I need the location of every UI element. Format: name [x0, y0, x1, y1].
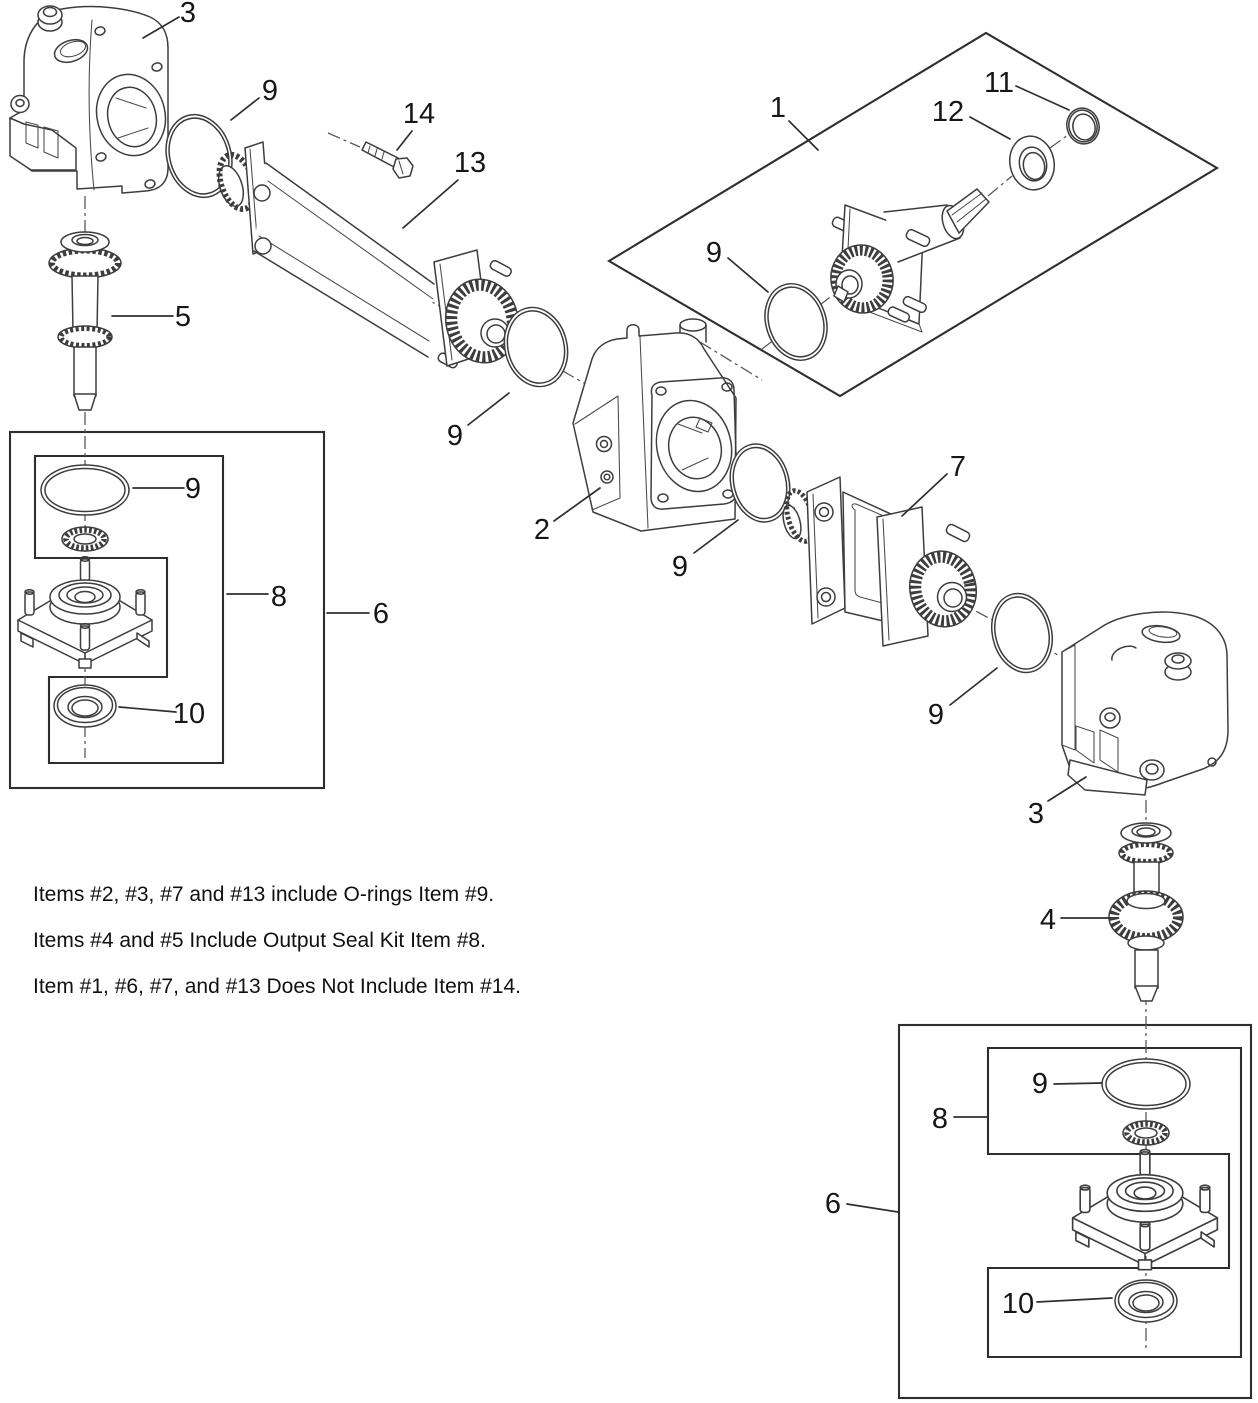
callout-9-kit-bottom-right: 9	[1032, 1068, 1103, 1100]
callout-label: 11	[984, 67, 1014, 99]
washer-12	[1009, 135, 1055, 191]
callout-label: 9	[928, 699, 944, 731]
bolt-14	[361, 141, 414, 179]
callout-13: 13	[402, 147, 486, 229]
note-orings: Items #2, #3, #7 and #13 include O-rings…	[33, 883, 494, 906]
callout-7: 7	[901, 451, 966, 517]
kit-bearing-bottom-right	[1123, 1121, 1169, 1145]
callout-9-box1: 9	[706, 237, 769, 293]
callout-9-tube: 9	[447, 392, 510, 452]
callout-label: 5	[175, 301, 191, 333]
callouts: 3 9 14 13 1 11 12 9	[111, 0, 1113, 1320]
callout-6-kit-bottom-right: 6	[825, 1188, 899, 1220]
callout-8-kit-bottom-right: 8	[932, 1103, 988, 1135]
o-ring-9-right	[991, 592, 1053, 674]
center-housing-2	[572, 318, 738, 532]
callout-label: 7	[950, 451, 966, 483]
callout-label: 3	[1028, 798, 1044, 830]
callout-label: 14	[403, 98, 435, 130]
centerlines	[84, 100, 1147, 1352]
callout-label: 10	[1002, 1288, 1034, 1320]
callout-label: 10	[173, 698, 205, 730]
callout-label: 8	[932, 1103, 948, 1135]
callout-label: 9	[447, 420, 463, 452]
callout-4: 4	[1040, 904, 1111, 936]
callout-3-top-left: 3	[142, 0, 196, 39]
callout-label: 2	[534, 514, 550, 546]
retaining-ring-11	[1066, 107, 1100, 145]
callout-label: 3	[180, 0, 196, 29]
note-item14: Item #1, #6, #7, and #13 Does Not Includ…	[33, 975, 521, 998]
callout-12: 12	[932, 96, 1011, 140]
callout-label: 6	[825, 1188, 841, 1220]
output-gear-shaft-4	[1108, 822, 1184, 1002]
callout-1: 1	[770, 92, 819, 151]
kit-box-1-outline	[606, 31, 1220, 398]
callout-label: 9	[706, 237, 722, 269]
kit-oring-left	[40, 464, 130, 516]
kit-oring-bottom-right	[1101, 1058, 1191, 1110]
callout-label: 8	[271, 581, 287, 613]
o-ring-9-center	[729, 443, 791, 523]
callout-label: 6	[373, 598, 389, 630]
callout-label: 1	[770, 92, 786, 124]
callout-label: 4	[1040, 904, 1056, 936]
callout-11: 11	[984, 67, 1070, 111]
callout-9-top-left: 9	[230, 75, 278, 121]
callout-6-kit-left: 6	[326, 598, 389, 630]
callout-9-center: 9	[672, 519, 739, 583]
callout-label: 9	[672, 551, 688, 583]
callout-label: 9	[262, 75, 278, 107]
seal-kit-box-bottom-right	[897, 1023, 1253, 1400]
seal-kit-box-left	[8, 430, 326, 790]
kit-flange-left	[17, 556, 153, 669]
kit-flange-bottom-right	[1071, 1148, 1219, 1271]
input-gear-shaft-5	[48, 231, 122, 411]
callout-9-right: 9	[928, 667, 998, 731]
coupler-assembly-7	[782, 476, 977, 647]
o-ring-9-tube	[503, 306, 569, 388]
callout-2: 2	[534, 487, 601, 546]
pto-gear-assembly-1	[764, 188, 990, 361]
callout-label: 13	[454, 147, 486, 179]
note-seal-kit: Items #4 and #5 Include Output Seal Kit …	[33, 929, 486, 952]
callout-8-kit-left: 8	[226, 581, 287, 613]
callout-label: 12	[932, 96, 964, 128]
callout-10-kit-bottom-right: 10	[1002, 1288, 1113, 1320]
kit-seal-left	[53, 684, 117, 728]
callout-9-kit-left: 9	[132, 473, 201, 505]
gearbox-housing-3-top-left	[9, 5, 169, 194]
kit-bearing-left	[62, 527, 108, 551]
cross-tube-13	[216, 141, 520, 369]
gearbox-housing-3-bottom-right	[1061, 611, 1229, 796]
notes: Items #2, #3, #7 and #13 include O-rings…	[33, 883, 521, 998]
callout-label: 9	[185, 473, 201, 505]
callout-label: 9	[1032, 1068, 1048, 1100]
callout-5: 5	[111, 301, 191, 333]
callout-10-kit-left: 10	[118, 698, 205, 730]
o-ring-9-top-left	[165, 113, 233, 199]
kit-seal-bottom-right	[1114, 1279, 1178, 1323]
callout-14: 14	[396, 98, 435, 151]
callout-3-bottom-right: 3	[1028, 776, 1087, 830]
